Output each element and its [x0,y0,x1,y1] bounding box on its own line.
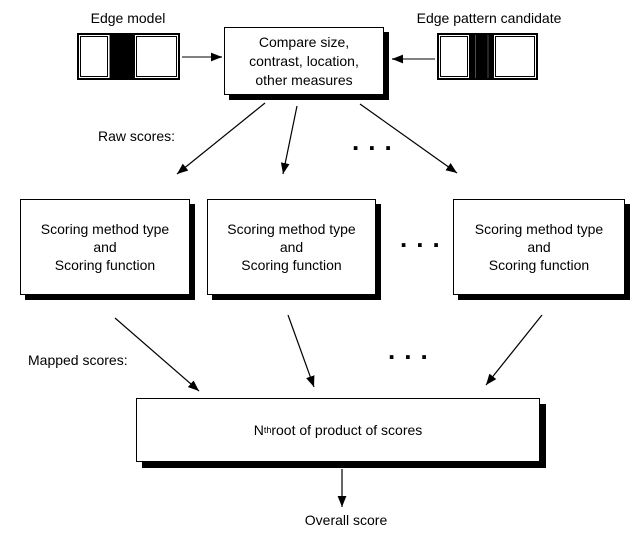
scoring-box-3-line1: Scoring method type [474,221,604,237]
scoring-box-2-line1: Scoring method type [227,221,356,237]
edge-model-light-region-right [135,36,177,77]
scoring-box-2-line2: and [279,239,304,255]
edge-model-label: Edge model [90,10,166,26]
edge-pattern-candidate-label: Edge pattern candidate [416,10,562,26]
edge-candidate-light-region-right [494,36,535,77]
scoring-box-1-line1: Scoring method type [40,221,170,237]
scoring-box-3-line2: and [527,239,551,255]
scoring-box-2-line3: Scoring function [241,257,342,273]
compare-box-line2: contrast, location, [249,52,359,69]
scoring-box-3: Scoring method type and Scoring function [453,199,625,295]
mapped-scores-label: Mapped scores: [28,352,128,368]
arrow-mapped-score-2 [287,314,315,388]
raw-scores-label: Raw scores: [98,128,176,144]
scoring-box-1-line3: Scoring function [54,257,156,273]
nth-root-n: N [253,422,264,438]
arrow-raw-score-2 [280,105,298,175]
mapped-scores-ellipsis: ... [388,335,437,365]
compare-box: Compare size, contrast, location, other … [224,27,384,95]
overall-score-label: Overall score [304,512,388,528]
edge-candidate-light-region-left [440,36,468,77]
edge-candidate-dark-band [468,35,494,78]
edge-model-thumbnail [77,33,180,80]
scoring-boxes-ellipsis: ... [400,223,449,253]
scoring-box-3-line3: Scoring function [488,257,590,273]
edge-model-dark-band [109,35,135,78]
scoring-box-1-line2: and [93,239,117,255]
edge-candidate-thumbnail [437,33,538,80]
scoring-box-2: Scoring method type and Scoring function [207,199,376,295]
edge-model-light-region-left [80,36,109,77]
scoring-box-1: Scoring method type and Scoring function [20,199,190,295]
arrow-mapped-score-3 [485,314,543,386]
compare-box-line1: Compare size, [258,33,350,50]
raw-scores-ellipsis: ... [352,126,401,156]
arrow-raw-score-1 [176,102,266,175]
nth-root-rest: root of product of scores [271,422,423,438]
compare-box-line3: other measures [255,71,353,88]
